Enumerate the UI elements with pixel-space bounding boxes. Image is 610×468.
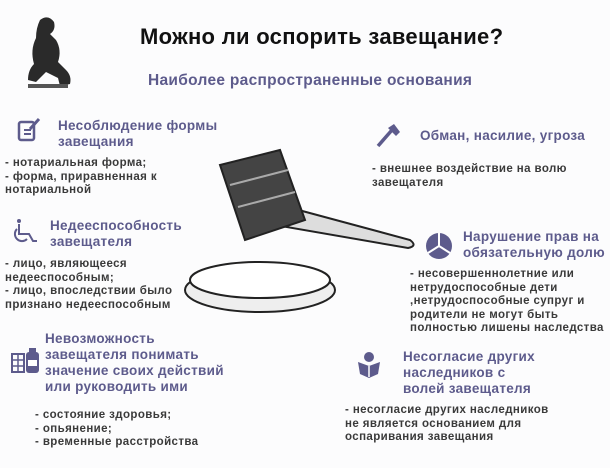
- section-body: - внешнее воздействие на волю завещателя: [372, 163, 567, 189]
- document-edit-icon: [16, 117, 42, 143]
- wheelchair-icon: [13, 218, 41, 244]
- section-heading: Невозможность завещателя понимать значен…: [45, 331, 224, 394]
- thinker-illustration: [18, 14, 78, 92]
- section-heading: Несоблюдение формы завещания: [58, 118, 218, 149]
- gavel-illustration: [180, 145, 420, 325]
- section-body: - нотариальная форма; - форма, приравнен…: [5, 157, 157, 196]
- section-body: - несовершеннолетние или нетрудоспособны…: [410, 268, 604, 334]
- section-body: - состояние здоровья; - опьянение; - вре…: [35, 409, 199, 448]
- pie-chart-icon: [425, 232, 453, 260]
- page-subtitle: Наиболее распространенные основания: [148, 72, 473, 89]
- section-heading: Нарушение прав на обязательную долю: [463, 229, 605, 260]
- section-heading: Обман, насилие, угроза: [420, 128, 586, 143]
- section-heading: Несогласие других наследников с волей за…: [403, 349, 535, 396]
- person-reading-icon: [357, 352, 381, 380]
- section-heading: Недееспособность завещателя: [50, 218, 182, 249]
- page-title: Можно ли оспорить завещание?: [140, 24, 504, 49]
- axe-icon: [376, 124, 402, 148]
- section-body: - несогласие других наследников не являе…: [345, 404, 549, 443]
- section-body: - лицо, являющееся недееспособным; - лиц…: [5, 258, 173, 311]
- medicine-icon: [11, 348, 41, 374]
